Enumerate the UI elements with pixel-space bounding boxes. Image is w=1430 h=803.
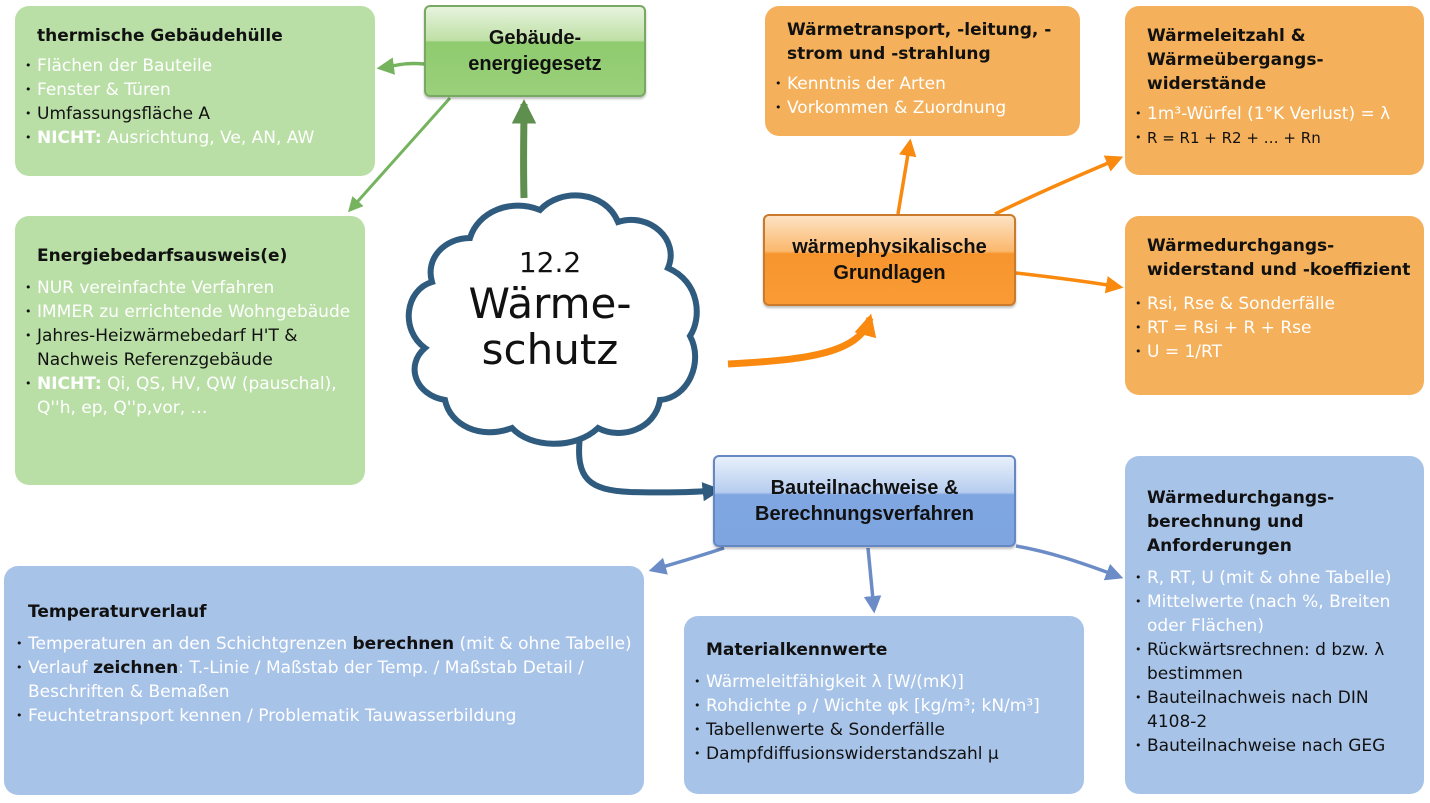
leaf-title: Energiebedarfsausweis(e) bbox=[37, 246, 288, 266]
central-topic-title-line1: Wärme- bbox=[468, 279, 632, 328]
topic-geg-line1: Gebäude- bbox=[488, 27, 582, 49]
item-text: Ausrichtung, Ve, AN, AW bbox=[107, 128, 315, 148]
list-item: NUR vereinfachte Verfahren bbox=[25, 276, 351, 300]
item-text: : T.-Linie / Maßstab der Temp. / Maßstab… bbox=[28, 658, 584, 702]
item-text: Verlauf bbox=[28, 658, 94, 678]
list-item: Feuchtetransport kennen / Problematik Ta… bbox=[16, 704, 632, 728]
center-cloud-shape bbox=[405, 192, 700, 447]
leaf-materialkennwerte[interactable]: Materialkennwerte Wärmeleitfähigkeit λ [… bbox=[684, 616, 1084, 794]
connector-geg-to-gebaeudehuelle bbox=[376, 57, 425, 75]
item-text: Qi, QS, HV, QW (pauschal), Q''h, ep, Q''… bbox=[37, 374, 337, 418]
list-item: Bauteilnachweise nach GEG bbox=[1135, 734, 1416, 758]
connector-bauteil-to-materialkennwerte bbox=[863, 547, 882, 614]
leaf-title: Wärmedurchgangs-widerstand und -koeffizi… bbox=[1147, 236, 1411, 280]
leaf-waermeleitzahl[interactable]: Wärmeleitzahl & Wärmeübergangs-widerstän… bbox=[1125, 6, 1424, 175]
topic-bauteil-line2: Berechnungsverfahren bbox=[755, 503, 974, 525]
list-item: IMMER zu errichtende Wohngebäude bbox=[25, 300, 351, 324]
list-item: Kenntnis der Arten bbox=[775, 72, 1066, 96]
list-item: Umfassungsfläche A bbox=[25, 102, 361, 126]
list-item: Fenster & Türen bbox=[25, 78, 361, 102]
list-item: Bauteilnachweis nach DIN 4108-2 bbox=[1135, 686, 1416, 734]
topic-waermephysikalische-grundlagen[interactable]: wärmephysikalische Grundlagen bbox=[763, 214, 1016, 306]
list-item: Tabellenwerte & Sonderfälle bbox=[694, 718, 1076, 742]
list-item: Rückwärtsrechnen: d bzw. λ bestimmen bbox=[1135, 638, 1416, 686]
leaf-waermedurchgangswiderstand[interactable]: Wärmedurchgangs-widerstand und -koeffizi… bbox=[1125, 216, 1424, 395]
connector-center-to-grundlagen bbox=[727, 313, 877, 368]
connector-bauteil-to-temperaturverlauf bbox=[648, 546, 725, 575]
list-item: Wärmeleitfähigkeit λ [W/(mK)] bbox=[694, 670, 1076, 694]
item-bold-prefix: NICHT: bbox=[37, 374, 102, 394]
list-item: Rsi, Rse & Sonderfälle bbox=[1135, 292, 1416, 316]
item-bold: zeichnen bbox=[93, 658, 179, 678]
item-bold: berechnen bbox=[352, 634, 455, 654]
list-item: Vorkommen & Zuordnung bbox=[775, 96, 1066, 120]
connector-grundlagen-to-durchgangswiderstand bbox=[1015, 271, 1124, 294]
list-item: Flächen der Bauteile bbox=[25, 54, 361, 78]
leaf-title: Wärmetransport, -leitung, -strom und -st… bbox=[787, 20, 1052, 64]
list-item: Temperaturen an den Schichtgrenzen berec… bbox=[16, 632, 632, 656]
topic-grundlagen-line1: wärmephysikalische bbox=[792, 236, 987, 258]
list-item: Verlauf zeichnen: T.-Linie / Maßstab der… bbox=[16, 656, 632, 704]
topic-bauteilnachweise[interactable]: Bauteilnachweise & Berechnungsverfahren bbox=[713, 455, 1016, 547]
list-item: Jahres-Heizwärmebedarf H'T & Nachweis Re… bbox=[25, 324, 351, 372]
connector-grundlagen-to-waermeleitzahl bbox=[994, 155, 1124, 216]
leaf-waermedurchgangsberechnung[interactable]: Wärmedurchgangs-berechnung und Anforderu… bbox=[1125, 456, 1424, 794]
list-item: NICHT: Qi, QS, HV, QW (pauschal), Q''h, … bbox=[25, 372, 351, 420]
topic-bauteil-line1: Bauteilnachweise & bbox=[770, 477, 959, 499]
leaf-title: Temperaturverlauf bbox=[28, 602, 207, 622]
leaf-title: Wärmeleitzahl & Wärmeübergangs-widerstän… bbox=[1147, 26, 1324, 94]
leaf-energiebedarfsausweis[interactable]: Energiebedarfsausweis(e) NUR vereinfacht… bbox=[15, 216, 365, 485]
central-topic-title-line2: schutz bbox=[481, 325, 619, 374]
topic-geg-line2: energiegesetz bbox=[468, 53, 602, 75]
item-text: (mit & ohne Tabelle) bbox=[454, 634, 632, 654]
connector-bauteil-to-durchgangsberechnung bbox=[1015, 544, 1124, 581]
leaf-title: Wärmedurchgangs-berechnung und Anforderu… bbox=[1147, 488, 1335, 556]
central-topic[interactable]: 12.2 Wärme- schutz bbox=[440, 245, 660, 373]
list-item: R = R1 + R2 + … + Rn bbox=[1135, 126, 1414, 150]
list-item: NICHT: Ausrichtung, Ve, AN, AW bbox=[25, 126, 361, 150]
list-item: 1m³-Würfel (1°K Verlust) = λ bbox=[1135, 102, 1414, 126]
connector-geg-to-ausweis bbox=[348, 97, 452, 213]
item-text: Temperaturen an den Schichtgrenzen bbox=[28, 634, 353, 654]
list-item: U = 1/RT bbox=[1135, 340, 1416, 364]
leaf-thermische-gebaeudehuelle[interactable]: thermische Gebäudehülle Flächen der Baut… bbox=[15, 6, 375, 176]
list-item: Dampfdiffusionswiderstandszahl μ bbox=[694, 742, 1076, 766]
list-item: Rohdichte ρ / Wichte φk [kg/m³; kN/m³] bbox=[694, 694, 1076, 718]
connector-grundlagen-to-waermetransport bbox=[896, 138, 917, 215]
leaf-title: Materialkennwerte bbox=[706, 640, 888, 660]
list-item: RT = Rsi + R + Rse bbox=[1135, 316, 1416, 340]
topic-grundlagen-line2: Grundlagen bbox=[833, 262, 946, 284]
leaf-temperaturverlauf[interactable]: Temperaturverlauf Temperaturen an den Sc… bbox=[4, 566, 644, 795]
item-bold-prefix: NICHT: bbox=[37, 128, 102, 148]
leaf-title: thermische Gebäudehülle bbox=[37, 26, 283, 46]
leaf-waermetransport[interactable]: Wärmetransport, -leitung, -strom und -st… bbox=[765, 6, 1080, 136]
connector-center-to-bauteil bbox=[576, 435, 722, 502]
topic-gebaeudeenergiegesetz[interactable]: Gebäude- energiegesetz bbox=[424, 5, 646, 97]
list-item: Mittelwerte (nach %, Breiten oder Fläche… bbox=[1135, 590, 1416, 638]
central-topic-number: 12.2 bbox=[518, 246, 582, 279]
list-item: R, RT, U (mit & ohne Tabelle) bbox=[1135, 566, 1416, 590]
